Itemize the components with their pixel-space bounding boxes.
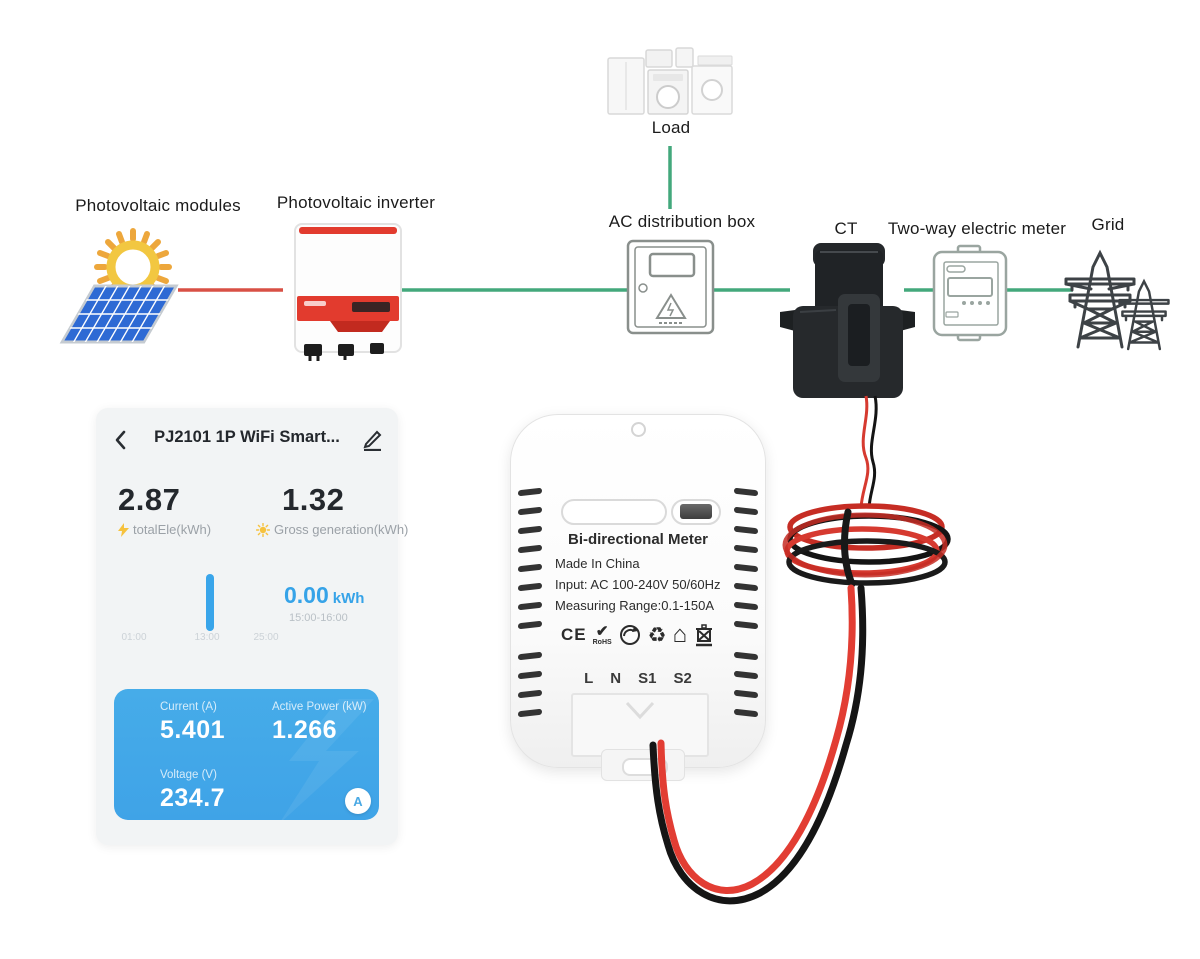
chart-selected-range: 15:00-16:00 bbox=[289, 612, 348, 624]
stat-generation: 1.32 Gross generation(kWh) bbox=[256, 482, 408, 537]
led-window bbox=[561, 499, 667, 525]
stat-total: 2.87 totalEle(kWh) bbox=[118, 482, 211, 537]
stat-total-label: totalEle(kWh) bbox=[133, 522, 212, 537]
voltage-value: 234.7 bbox=[160, 784, 226, 812]
pv-inverter-label: Photovoltaic inverter bbox=[276, 193, 436, 212]
back-icon[interactable] bbox=[110, 427, 134, 451]
load-appliances-icon bbox=[607, 47, 733, 115]
ct-label: CT bbox=[834, 219, 858, 238]
two-way-meter-icon bbox=[932, 244, 1008, 342]
ac-box-label: AC distribution box bbox=[608, 212, 756, 231]
ce-mark-icon: CE bbox=[560, 625, 587, 644]
voltage-label: Voltage (V) bbox=[160, 769, 217, 781]
chart-tick: 25:00 bbox=[253, 632, 279, 643]
stat-total-value: 2.87 bbox=[118, 482, 181, 517]
current-label: Current (A) bbox=[160, 701, 217, 713]
terminal-block-chevron bbox=[625, 701, 655, 720]
stat-generation-label: Gross generation(kWh) bbox=[274, 522, 409, 537]
edit-pencil-icon[interactable] bbox=[360, 427, 384, 451]
grid-label: Grid bbox=[1091, 215, 1125, 234]
ac-distribution-box-icon bbox=[626, 239, 715, 335]
rohs-check-icon: ✔ RoHS bbox=[592, 623, 612, 646]
active-power-label: Active Power (kW) bbox=[272, 701, 367, 713]
app-title: PJ2101 1P WiFi Smart... bbox=[154, 428, 340, 446]
button-slot bbox=[671, 499, 721, 525]
device-name: Bi-directional Meter bbox=[567, 531, 709, 548]
grid-towers-icon bbox=[1064, 249, 1170, 351]
sun-small-icon bbox=[256, 522, 270, 537]
mount-hole bbox=[631, 422, 646, 437]
stat-generation-value: 1.32 bbox=[282, 482, 345, 517]
inverter-icon bbox=[294, 223, 402, 361]
current-value: 5.401 bbox=[160, 716, 226, 744]
terminal-n: N bbox=[610, 670, 622, 687]
active-power-value: 1.266 bbox=[272, 716, 338, 744]
device-made-in: Made In China bbox=[555, 556, 640, 571]
green-dot-icon bbox=[619, 625, 640, 645]
chart-tick: 01:00 bbox=[121, 632, 147, 643]
card-watermark bbox=[281, 699, 374, 820]
reset-button bbox=[680, 504, 712, 519]
assistant-badge[interactable]: A bbox=[345, 788, 371, 814]
realtime-card: Current (A) 5.401 Active Power (kW) 1.26… bbox=[114, 689, 379, 820]
load-label: Load bbox=[651, 118, 691, 137]
pv-modules-label: Photovoltaic modules bbox=[75, 196, 241, 215]
app-screenshot: PJ2101 1P WiFi Smart... 2.87 totalEle(kW… bbox=[96, 408, 408, 845]
solar-panel-icon bbox=[59, 284, 179, 344]
app-header: PJ2101 1P WiFi Smart... bbox=[96, 422, 398, 456]
terminal-l: L bbox=[584, 670, 594, 687]
chart-tick: 13:00 bbox=[194, 632, 220, 643]
lightning-bolt-icon bbox=[118, 522, 129, 537]
two-way-meter-label: Two-way electric meter bbox=[887, 219, 1067, 238]
chart-bar[interactable] bbox=[206, 574, 214, 631]
